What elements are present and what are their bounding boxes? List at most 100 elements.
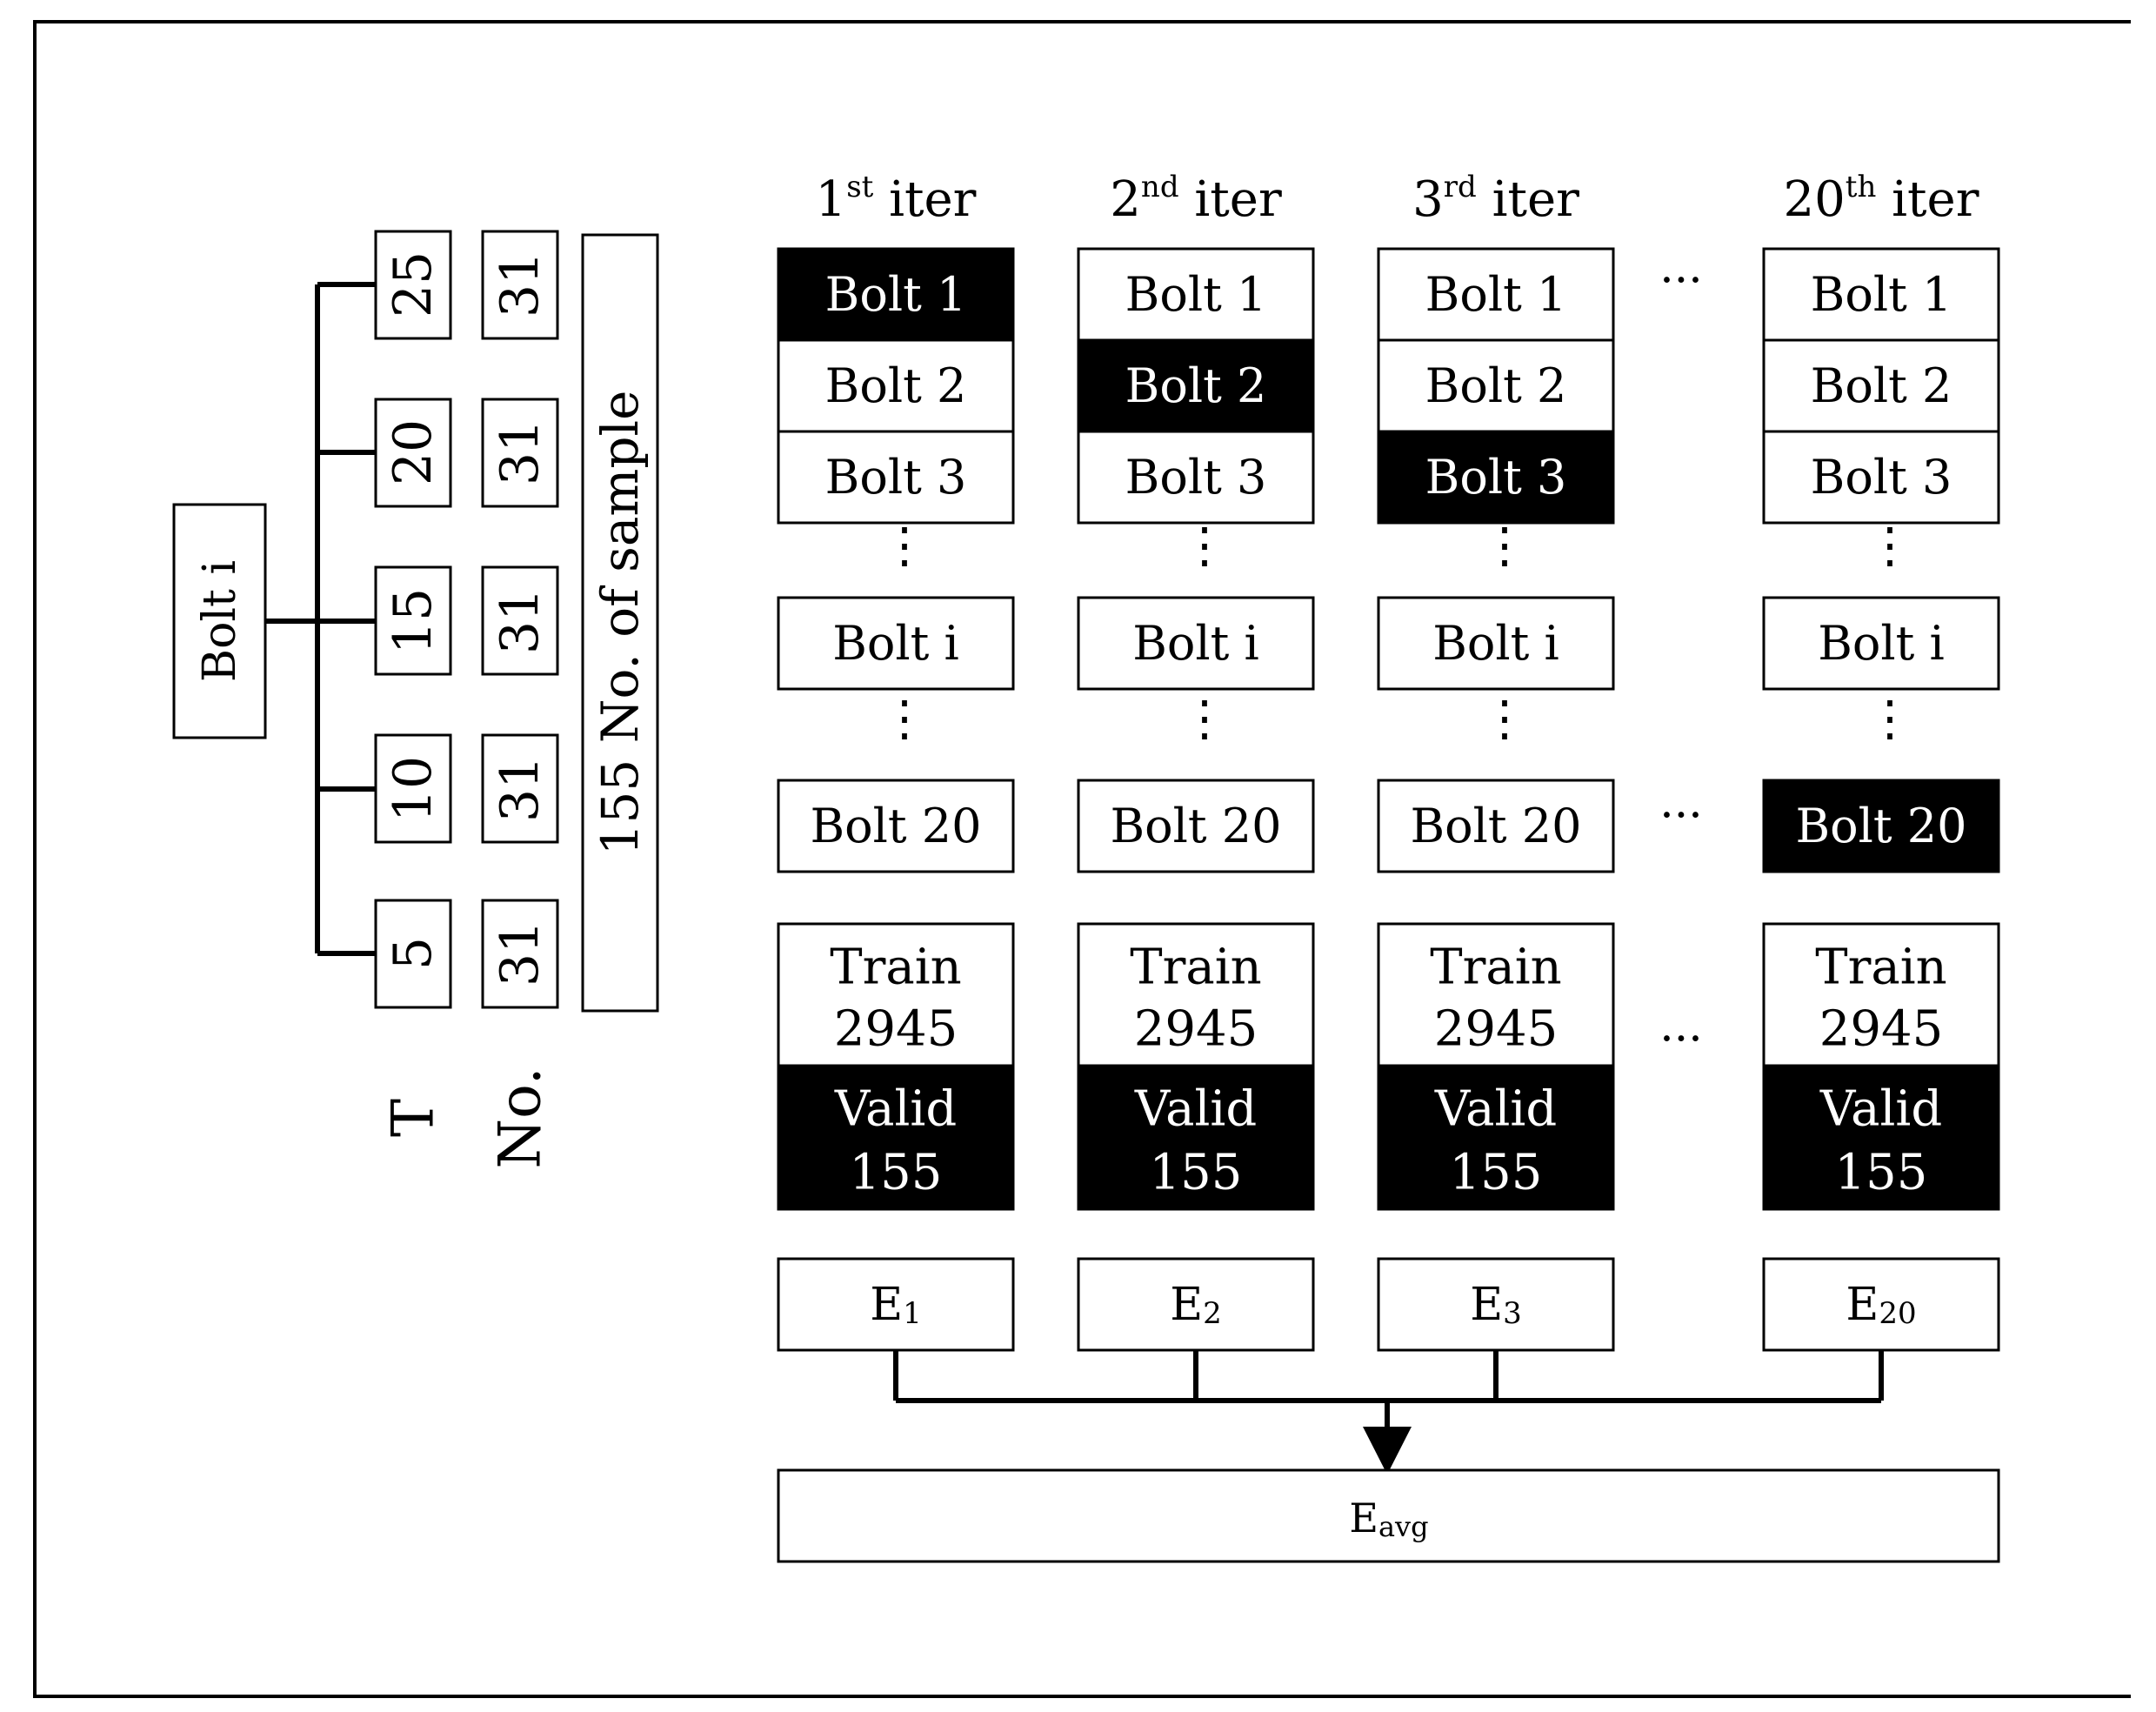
vertical-ellipsis: ⋮ <box>1866 691 1914 747</box>
t-box-0: 25 <box>374 230 452 340</box>
bolt-label: Bolt i <box>1132 616 1259 671</box>
left-tree: Bolt i 25 20 15 10 5 31 31 <box>172 230 659 1169</box>
train-label: Train <box>1430 940 1561 996</box>
valid-count: 155 <box>850 1145 943 1201</box>
bolt-label: Bolt 2 <box>1811 358 1952 413</box>
bolt-label: Bolt 1 <box>1125 267 1267 322</box>
bolt-label: Bolt i <box>1818 616 1945 671</box>
bolt-label: Bolt 3 <box>1125 450 1267 505</box>
bolt-box: Bolt i <box>1077 596 1315 691</box>
error-box: E20 <box>1762 1257 2000 1352</box>
sample-box <box>581 233 659 1013</box>
vertical-ellipsis: ⋮ <box>1180 518 1229 574</box>
t-value: 15 <box>383 588 444 654</box>
valid-count: 155 <box>1835 1145 1928 1201</box>
bolt-box: Bolt 2 <box>1762 338 2000 433</box>
bolt-box: Bolt 3 <box>777 430 1015 525</box>
bolt-box: Bolt 2 <box>777 338 1015 433</box>
t-value: 20 <box>383 419 444 485</box>
bolt-box: Bolt i <box>1377 596 1615 691</box>
bolt-label: Bolt 1 <box>825 267 967 322</box>
aggregation-arrow-head <box>1363 1427 1412 1475</box>
bolt-i-label: Bolt i <box>194 560 246 682</box>
iteration-header: 1st iter <box>816 170 977 228</box>
bolt-box: Bolt 20 <box>1077 779 1315 873</box>
bolt-label: Bolt 2 <box>825 358 967 413</box>
count-value: 31 <box>490 920 551 986</box>
bolt-box: Bolt 20 <box>1762 779 2000 873</box>
count-value: 31 <box>490 419 551 485</box>
train-count: 2945 <box>1819 1001 1944 1058</box>
count-box-2: 31 <box>481 565 559 676</box>
iteration-header: 2nd iter <box>1110 170 1282 228</box>
bolt-box: Bolt 20 <box>1377 779 1615 873</box>
count-box-3: 31 <box>481 733 559 844</box>
error-label: E2 <box>1170 1279 1222 1331</box>
t-header: T <box>380 1099 447 1137</box>
valid-count: 155 <box>1450 1145 1543 1201</box>
t-box-3: 10 <box>374 733 452 844</box>
train-label: Train <box>1130 940 1261 996</box>
bolt-label: Bolt 1 <box>1811 267 1952 322</box>
vertical-ellipsis: ⋮ <box>880 691 929 747</box>
ellipsis-row-20: ··· <box>1659 790 1703 842</box>
error-box: E1 <box>777 1257 1015 1352</box>
valid-label: Valid <box>1819 1081 1942 1138</box>
vertical-ellipsis: ⋮ <box>1866 518 1914 574</box>
bolt-label: Bolt 3 <box>1425 450 1567 505</box>
bolt-label: Bolt 20 <box>1110 799 1281 853</box>
bolt-box: Bolt 20 <box>777 779 1015 873</box>
vertical-ellipsis: ⋮ <box>1480 691 1529 747</box>
count-value: 31 <box>490 588 551 654</box>
bolt-box: Bolt i <box>1762 596 2000 691</box>
t-box-4: 5 <box>374 899 452 1009</box>
train-label: Train <box>1815 940 1946 996</box>
train-label: Train <box>830 940 961 996</box>
error-box: E3 <box>1377 1257 1615 1352</box>
error-label: E3 <box>1470 1279 1522 1331</box>
vertical-ellipsis: ⋮ <box>1180 691 1229 747</box>
vertical-ellipsis: ⋮ <box>880 518 929 574</box>
error-box: E2 <box>1077 1257 1315 1352</box>
count-box-4: 31 <box>481 899 559 1009</box>
tree-branches <box>317 282 376 956</box>
bolt-label: Bolt 3 <box>825 450 967 505</box>
bolt-label: Bolt 20 <box>1410 799 1581 853</box>
valid-label: Valid <box>1134 1081 1257 1138</box>
bolt-box: Bolt i <box>777 596 1015 691</box>
bolt-box: Bolt 2 <box>1077 338 1315 433</box>
outer-frame <box>33 20 2131 1698</box>
count-header: No. <box>487 1067 554 1168</box>
bolt-label: Bolt i <box>832 616 959 671</box>
bolt-box: Bolt 3 <box>1762 430 2000 525</box>
error-label: E20 <box>1846 1279 1916 1331</box>
bolt-label: Bolt i <box>1432 616 1559 671</box>
train-count: 2945 <box>834 1001 958 1058</box>
bolt-label: Bolt 3 <box>1811 450 1952 505</box>
vertical-ellipsis: ⋮ <box>1480 518 1529 574</box>
ellipsis-train: ··· <box>1659 1013 1703 1066</box>
count-box-0: 31 <box>481 230 559 340</box>
bolt-box: Bolt 1 <box>1377 247 1615 342</box>
bolt-box: Bolt 1 <box>1762 247 2000 342</box>
t-box-2: 15 <box>374 565 452 676</box>
train-count: 2945 <box>1434 1001 1559 1058</box>
count-value: 31 <box>490 756 551 822</box>
bolt-box: Bolt 1 <box>777 247 1015 342</box>
bolt-label: Bolt 1 <box>1425 267 1567 322</box>
t-value: 10 <box>383 756 444 822</box>
t-value: 25 <box>383 251 444 318</box>
bolt-box: Bolt 3 <box>1077 430 1315 525</box>
average-label: Eavg <box>1349 1495 1428 1543</box>
iteration-header: 3rd iter <box>1412 170 1579 228</box>
